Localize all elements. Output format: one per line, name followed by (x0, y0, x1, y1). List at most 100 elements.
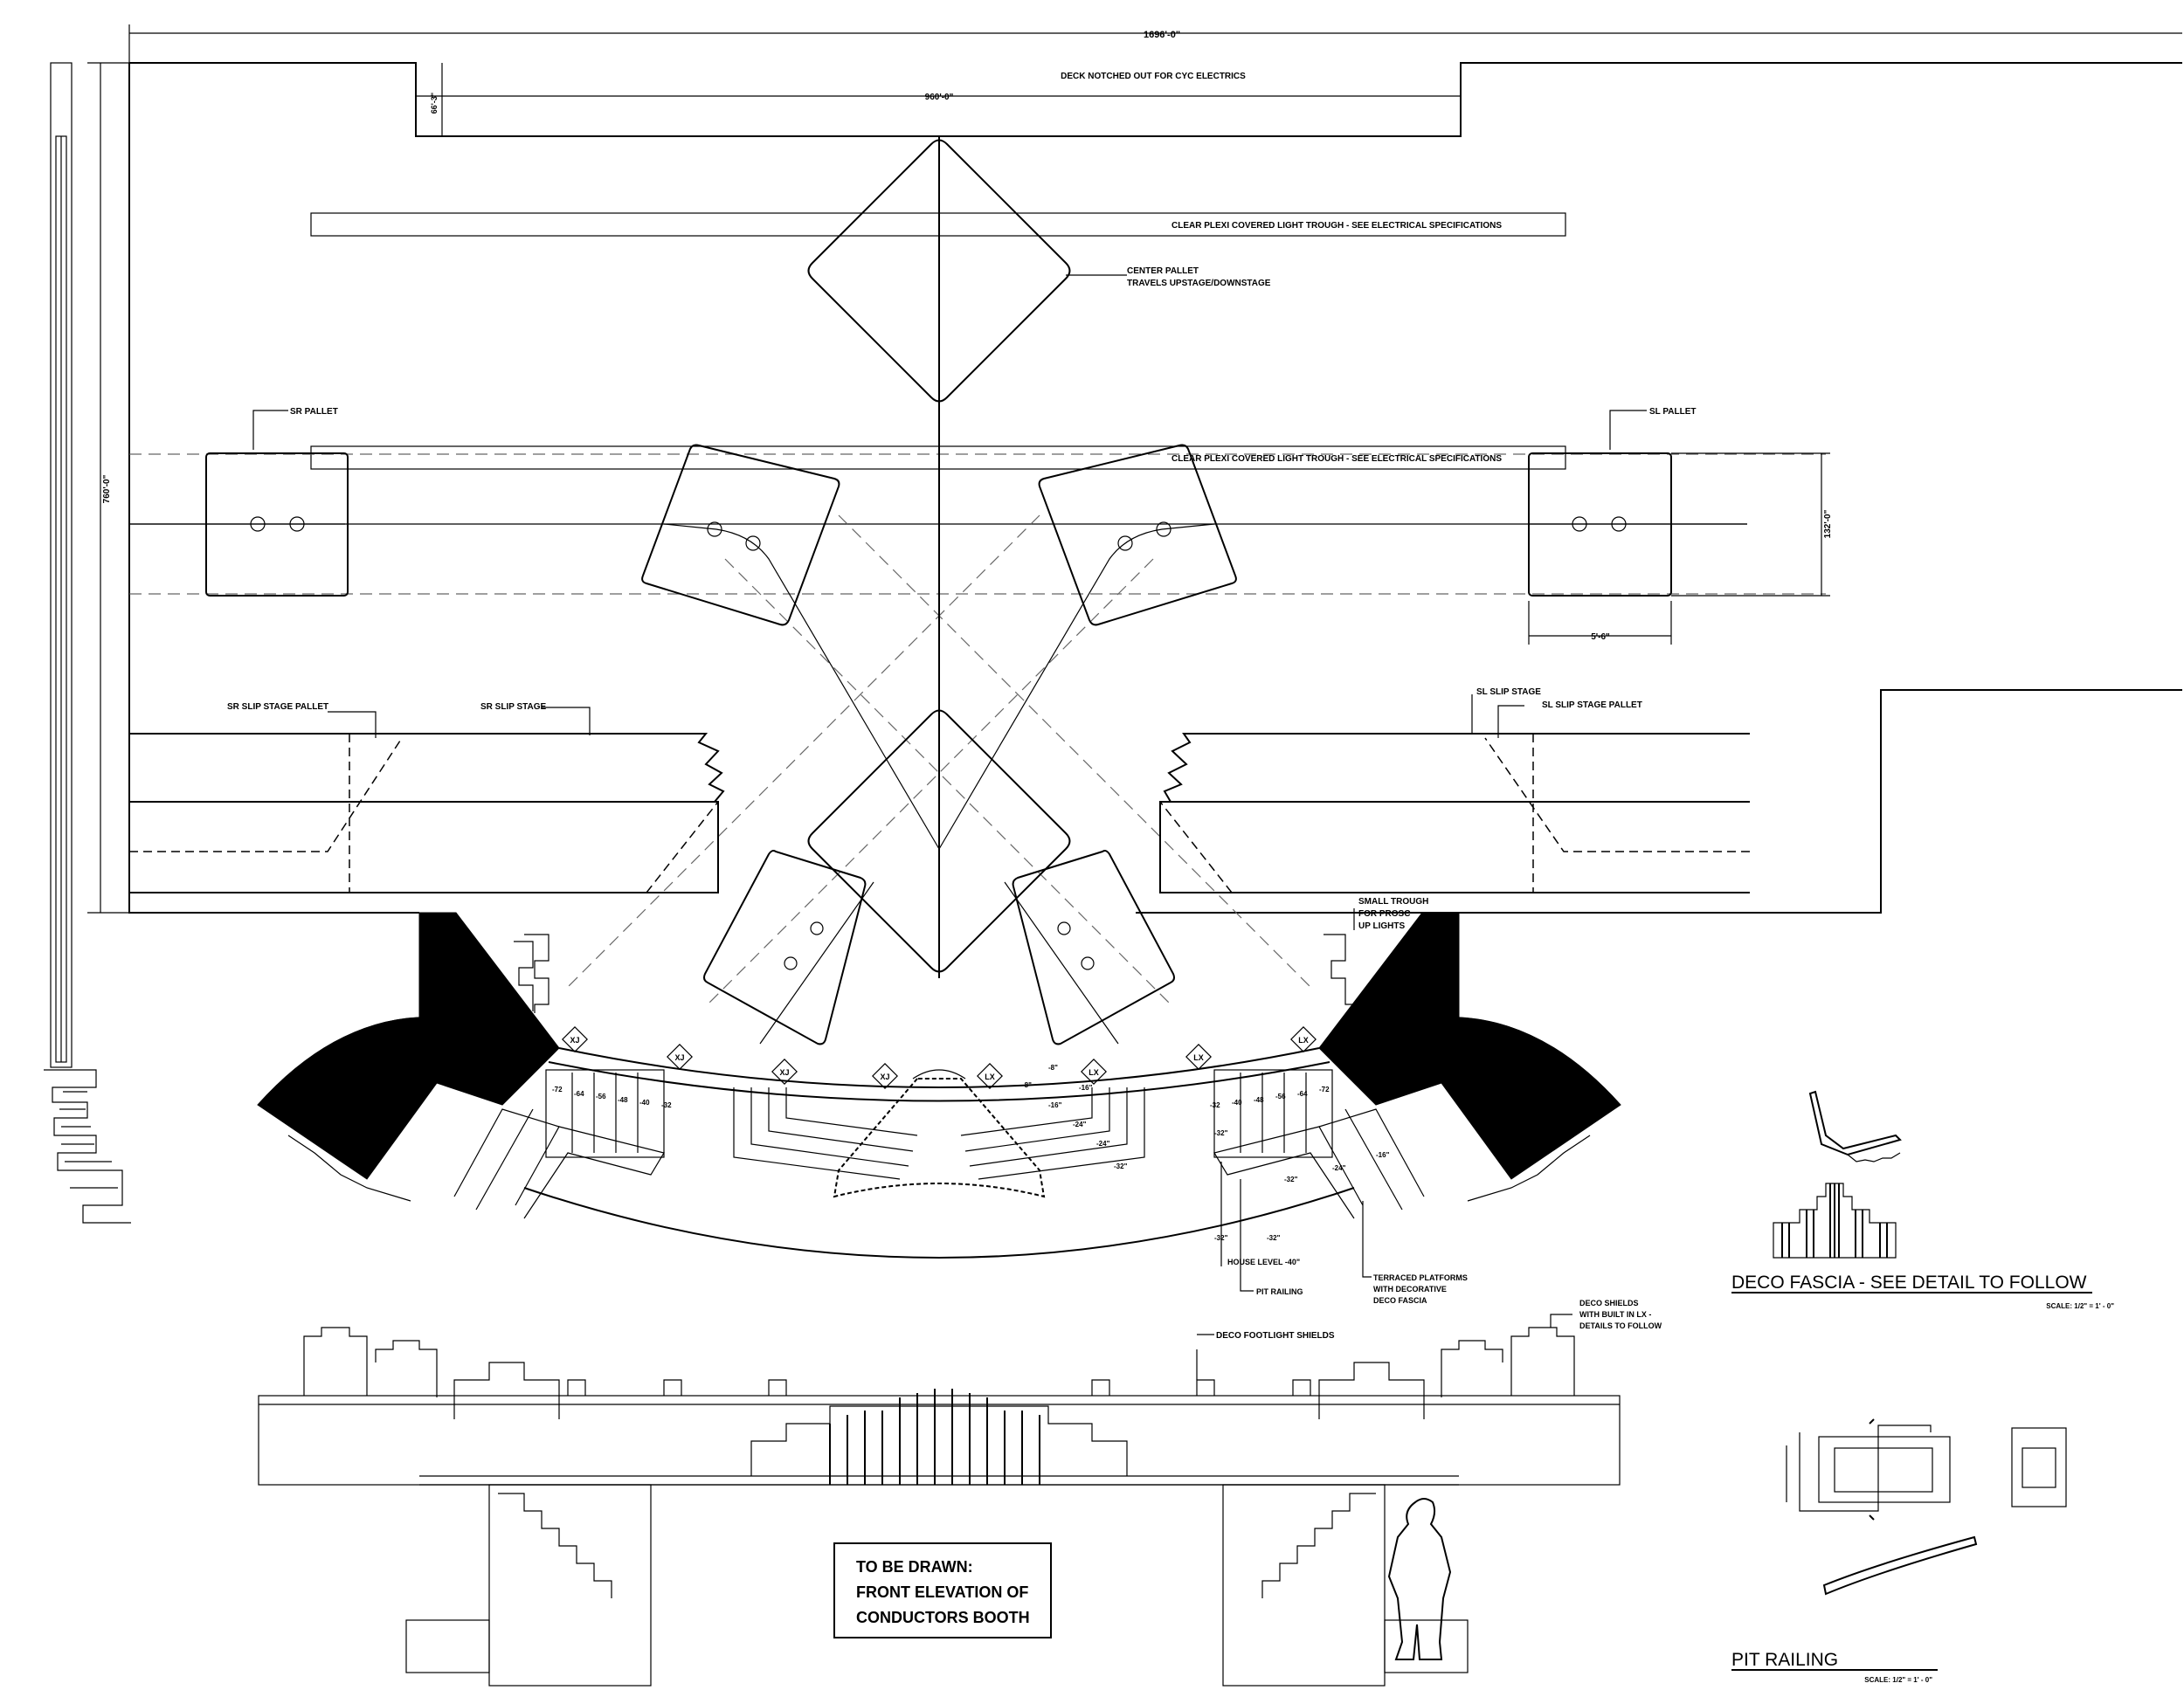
upper-trough-label: CLEAR PLEXI COVERED LIGHT TROUGH - SEE E… (1171, 221, 1502, 231)
svg-text:LX: LX (1089, 1068, 1099, 1077)
svg-text:-48: -48 (1254, 1096, 1264, 1104)
booth-note-line-2: FRONT ELEVATION OF (856, 1583, 1028, 1601)
pallet-depth-label: 132'-0" (1823, 509, 1833, 538)
sl-pallet: SL PALLET 132'-0" 5'-6" (1528, 407, 1833, 645)
svg-text:-64: -64 (574, 1090, 584, 1098)
booth-note-line-3: CONDUCTORS BOOTH (856, 1609, 1030, 1626)
svg-text:-16": -16" (1376, 1151, 1390, 1159)
svg-text:-72: -72 (552, 1086, 563, 1093)
svg-text:-40: -40 (1232, 1099, 1242, 1107)
small-trough-label-3: UP LIGHTS (1358, 921, 1405, 931)
proscenium-left (257, 912, 560, 1202)
angled-pallet-right-upper (938, 444, 1237, 850)
svg-text:XJ: XJ (674, 1053, 684, 1062)
svg-text:XJ: XJ (779, 1068, 789, 1077)
small-trough-label-2: FOR PROSC (1358, 909, 1410, 919)
svg-text:XJ: XJ (880, 1073, 889, 1081)
center-pallet-label-2: TRAVELS UPSTAGE/DOWNSTAGE (1127, 279, 1271, 288)
front-elevation: DECO FOOTLIGHT SHIELDS DECO SHIELDS WITH… (258, 1299, 1662, 1687)
svg-text:-32": -32" (1214, 1129, 1228, 1137)
footlight-tag: XJ (872, 1063, 898, 1089)
pit-railing-detail: PIT RAILING SCALE: 1/2" = 1' - 0" (1731, 1418, 2067, 1684)
pit-levels: -8" -16" -24" -32" -8" -16" -24" -32" -3… (1022, 1064, 1390, 1242)
center-pallet-label-1: CENTER PALLET (1127, 266, 1199, 276)
pit-railing-title: PIT RAILING (1731, 1650, 1838, 1670)
svg-text:-32": -32" (1284, 1176, 1298, 1183)
pit-callouts: HOUSE LEVEL -40" PIT RAILING TERRACED PL… (1220, 1162, 1468, 1305)
angled-pallet-left-lower (703, 850, 874, 1045)
svg-text:-8": -8" (1048, 1064, 1058, 1072)
depth-label: 760'-0" (102, 474, 112, 503)
svg-text:-8": -8" (1022, 1081, 1032, 1089)
center-pallet: CENTER PALLET TRAVELS UPSTAGE/DOWNSTAGE (807, 139, 1271, 403)
svg-text:-48: -48 (618, 1096, 628, 1104)
side-section-column (44, 62, 131, 1224)
sl-slip-stage-label: SL SLIP STAGE (1476, 687, 1541, 697)
footlight-tag: XJ (771, 1059, 798, 1085)
proscenium-right (1318, 912, 1621, 1202)
svg-text:-40: -40 (639, 1099, 650, 1107)
house-level-label: HOUSE LEVEL -40" (1227, 1258, 1300, 1266)
svg-text:-24": -24" (1073, 1121, 1087, 1128)
deco-shields-label-3: DETAILS TO FOLLOW (1579, 1321, 1662, 1330)
sr-pallet-label: SR PALLET (290, 407, 338, 417)
svg-text:-32": -32" (1114, 1162, 1128, 1170)
sr-pallet: SR PALLET (129, 407, 349, 597)
terraced-label-2: WITH DECORATIVE (1373, 1285, 1447, 1293)
svg-text:LX: LX (985, 1073, 995, 1081)
sr-slip-stage-label: SR SLIP STAGE (480, 702, 547, 712)
guide-lines (129, 453, 1826, 1005)
footlight-tag: XJ (562, 1026, 588, 1052)
sl-pallet-label: SL PALLET (1649, 407, 1697, 417)
angled-pallet-left-upper (641, 444, 940, 850)
overall-width-dimension: 1696'-0" (128, 24, 2182, 66)
svg-text:-24": -24" (1332, 1164, 1346, 1172)
deck-outline (128, 62, 2182, 914)
svg-text:-16": -16" (1079, 1084, 1093, 1092)
overall-width-label: 1696'-0" (1144, 30, 1180, 40)
footlight-tag: LX (977, 1063, 1003, 1089)
svg-text:-72: -72 (1319, 1086, 1330, 1093)
footlight-tag: XJ (667, 1044, 693, 1070)
deco-fascia-scale: SCALE: 1/2" = 1' - 0" (2046, 1302, 2114, 1310)
svg-text:-32": -32" (1267, 1234, 1281, 1242)
svg-text:-32: -32 (661, 1101, 672, 1109)
elevations-right: -32 -40 -48 -56 -64 -72 (1210, 1086, 1330, 1109)
terraced-label-1: TERRACED PLATFORMS (1373, 1273, 1468, 1282)
notch-depth-label: 66'-3" (430, 93, 439, 114)
sr-slip-stage: SR SLIP STAGE PALLET SR SLIP STAGE (129, 702, 725, 893)
depth-dimension: 760'-0" (87, 62, 129, 914)
notch-dimensions: 960'-0" 66'-3" DECK NOTCHED OUT FOR CYC … (416, 63, 1461, 136)
lower-trough-label: CLEAR PLEXI COVERED LIGHT TROUGH - SEE E… (1171, 454, 1502, 464)
pit-railing-callout: PIT RAILING (1256, 1287, 1303, 1296)
deck-notch-label: DECK NOTCHED OUT FOR CYC ELECTRICS (1061, 72, 1246, 81)
svg-text:-56: -56 (1275, 1093, 1286, 1100)
pit-railing-scale: SCALE: 1/2" = 1' - 0" (1864, 1676, 1932, 1684)
svg-text:-32: -32 (1210, 1101, 1220, 1109)
footlight-tag: LX (1185, 1044, 1212, 1070)
deco-shields-label-1: DECO SHIELDS (1579, 1299, 1639, 1307)
svg-text:-16": -16" (1048, 1101, 1062, 1109)
notch-width-label: 960'-0" (925, 93, 954, 102)
booth-note-line-1: TO BE DRAWN: (856, 1558, 973, 1576)
deco-fascia-detail: DECO FASCIA - SEE DETAIL TO FOLLOW SCALE… (1731, 1090, 2114, 1310)
elevations-left: -72 -64 -56 -48 -40 -32 (552, 1086, 672, 1109)
pallet-width-label: 5'-6" (1591, 632, 1610, 642)
svg-text:-64: -64 (1297, 1090, 1308, 1098)
svg-text:LX: LX (1193, 1053, 1204, 1062)
sr-slip-stage-pallet-label: SR SLIP STAGE PALLET (227, 702, 328, 712)
svg-text:-56: -56 (596, 1093, 606, 1100)
small-trough-label-1: SMALL TROUGH (1358, 897, 1428, 907)
svg-text:LX: LX (1298, 1036, 1309, 1045)
small-trough-callout: SMALL TROUGH FOR PROSC UP LIGHTS (1353, 897, 1428, 931)
footlight-tag: LX (1290, 1026, 1317, 1052)
sl-slip-stage-pallet-label: SL SLIP STAGE PALLET (1542, 700, 1642, 710)
deco-fascia-title: DECO FASCIA - SEE DETAIL TO FOLLOW (1731, 1273, 2087, 1293)
footlight-tag: LX (1081, 1059, 1107, 1085)
deco-shields-label-2: WITH BUILT IN LX - (1579, 1310, 1651, 1319)
center-pallet-downstage (807, 709, 1071, 973)
booth-note: TO BE DRAWN: FRONT ELEVATION OF CONDUCTO… (833, 1542, 1052, 1638)
deco-footlight-label: DECO FOOTLIGHT SHIELDS (1216, 1331, 1335, 1341)
terraced-label-3: DECO FASCIA (1373, 1296, 1427, 1305)
